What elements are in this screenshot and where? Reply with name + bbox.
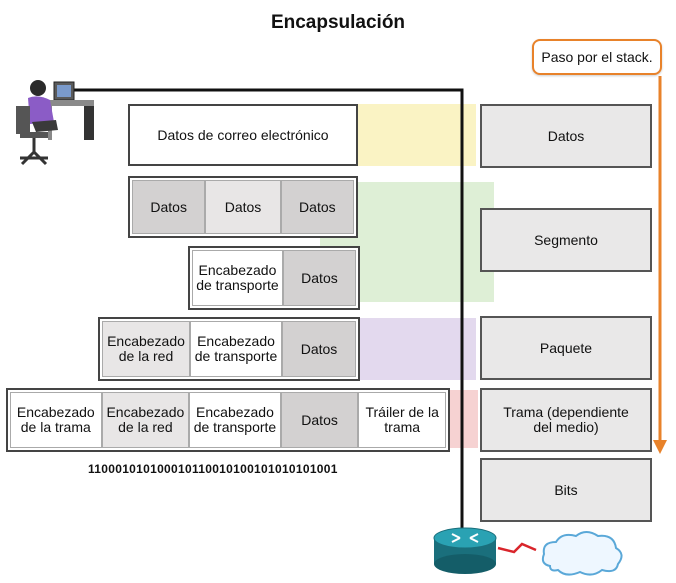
network-header: Encabezado de la red [101,392,190,448]
data-segment-1: Datos [132,180,206,234]
packet-row: Encabezado de la red Encabezado de trans… [98,317,360,381]
transport-header: Encabezado de transporte [192,250,283,306]
data-segment-2: Datos [205,180,281,234]
segment-data: Datos [282,250,356,306]
email-data-label: Datos de correo electrónico [157,126,329,143]
transport-header: Encabezado de transporte [189,392,281,448]
packet-data: Datos [282,321,356,377]
diagram-title: Encapsulación [270,12,406,33]
segmented-data-row: Datos Datos Datos [128,176,358,238]
frame-data: Datos [280,392,359,448]
segment-row: Encabezado de transporte Datos [188,246,360,310]
pdu-bits: Bits [480,458,652,522]
pdu-trama: Trama (dependiente del medio) [480,388,652,452]
router-icon [430,524,500,576]
band-yellow [358,104,476,166]
frame-trailer: Tráiler de la trama [358,392,446,448]
pdu-paquete: Paquete [480,316,652,380]
frame-header: Encabezado de la trama [10,392,102,448]
band-purple [358,318,476,380]
cloud-icon [536,528,628,578]
pdu-segmento: Segmento [480,208,652,272]
network-header: Encabezado de la red [102,321,190,377]
computer-user-icon [8,76,98,170]
data-segment-3: Datos [280,180,355,234]
bit-stream: 110001010100010110010100101010101001 [88,462,338,476]
transport-header: Encabezado de transporte [190,321,282,377]
stack-note: Paso por el stack. [532,39,662,75]
frame-row: Encabezado de la trama Encabezado de la … [6,388,450,452]
pdu-datos: Datos [480,104,652,168]
email-data-box: Datos de correo electrónico [128,104,358,166]
